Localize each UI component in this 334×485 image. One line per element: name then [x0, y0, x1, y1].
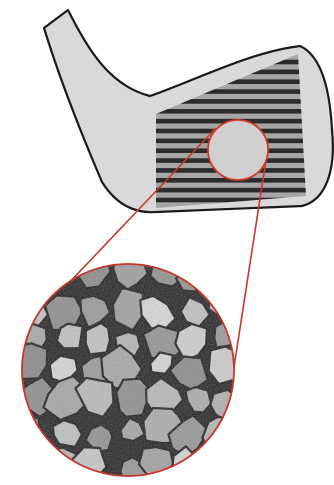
highlight-region	[208, 120, 268, 180]
groove-line	[150, 109, 310, 114]
magnified-microstructure	[10, 250, 249, 485]
grain	[10, 259, 45, 301]
microstructure-texture	[20, 262, 236, 478]
groove-line	[150, 188, 310, 193]
grain	[210, 270, 240, 297]
grain	[13, 449, 43, 478]
groove-line	[150, 60, 310, 65]
club-head	[44, 10, 333, 212]
grain	[202, 449, 243, 485]
